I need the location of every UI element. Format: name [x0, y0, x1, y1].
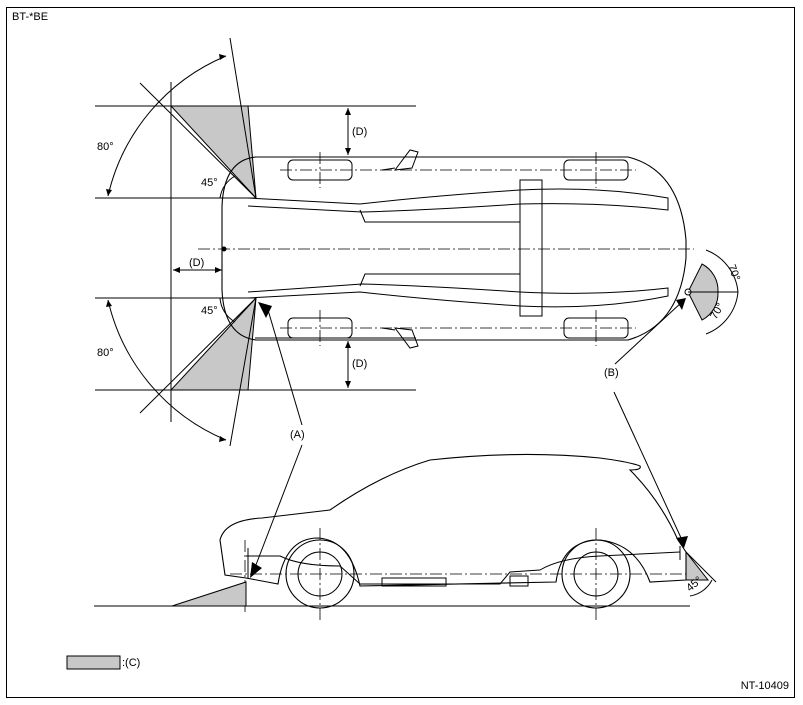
- angle-label-70-upper: 70°: [725, 263, 742, 283]
- dim-d-top-arrow-b: [345, 148, 351, 155]
- diagram-code-bottom: NT-10409: [740, 680, 789, 692]
- arrowhead-80-bottom-b: [219, 436, 226, 442]
- callout-a-line-top: [267, 309, 303, 426]
- mirror-left-arm: [381, 167, 396, 171]
- callout-a-arrow-bottom: [250, 562, 262, 578]
- dim-d-bottom-arrow-a: [345, 341, 351, 348]
- car-body-side-outline: [219, 453, 687, 587]
- callout-b-arrow-bottom: [676, 536, 688, 548]
- sight-line-45-top: [139, 82, 257, 199]
- rear-45-line: [685, 551, 717, 583]
- dim-d-front-arrow-a: [173, 267, 180, 273]
- angle-label-45-top: 45°: [201, 177, 218, 189]
- diagram-frame: [6, 7, 795, 698]
- angle-label-45-bottom: 45°: [201, 305, 218, 317]
- dim-label-d-top: (D): [352, 126, 367, 138]
- front-center-point: [221, 246, 227, 252]
- side-view: 45°: [94, 453, 717, 620]
- arrowhead-80-top-b: [106, 189, 112, 196]
- frame-rail-right: [247, 283, 669, 308]
- dim-label-d-bottom: (D): [352, 358, 367, 370]
- callout-label-a: (A): [290, 429, 305, 441]
- car-body-top-outline: [221, 156, 687, 341]
- legend-swatch-c: [66, 655, 121, 670]
- callout-a-arrow-top: [258, 302, 272, 318]
- dim-d-top-arrow-a: [345, 108, 351, 115]
- mirror-left: [393, 149, 419, 171]
- callout-b-line-bottom: [613, 391, 683, 541]
- sight-line-top: [229, 37, 257, 199]
- sight-line-45-bottom: [139, 297, 257, 414]
- mirror-right-arm: [381, 327, 396, 331]
- frame-rail-left: [247, 188, 669, 213]
- arrowhead-80-top-a: [219, 54, 226, 60]
- callout-a-line-bottom: [253, 444, 303, 571]
- sight-line-bottom: [229, 297, 257, 447]
- dim-d-front-arrow-b: [215, 267, 222, 273]
- arc-45-bottom: [219, 297, 236, 323]
- dim-label-d-front: (D): [189, 257, 204, 269]
- underbody-line: [246, 551, 681, 585]
- exhaust-muffler: [381, 577, 447, 587]
- shaded-zone-bottom: [169, 296, 257, 391]
- exhaust-tip: [509, 575, 529, 587]
- arc-80-bottom: [107, 299, 227, 441]
- shaded-zone-top: [169, 105, 257, 200]
- arrowhead-80-bottom-a: [106, 300, 112, 307]
- angle-label-80-bottom: 80°: [97, 347, 114, 359]
- dim-d-bottom-arrow-b: [345, 381, 351, 388]
- callout-b-line-top: [614, 301, 683, 365]
- diagram-code-top: BT-*BE: [12, 11, 49, 23]
- crossmember: [359, 209, 520, 287]
- arc-45-side: [689, 579, 713, 597]
- angle-label-80-top: 80°: [97, 141, 114, 153]
- top-view: 80° 80° 45° 45° (D) (D) (D): [95, 37, 742, 578]
- legend-label-c: :(C): [122, 657, 140, 669]
- callout-label-b: (B): [604, 367, 619, 379]
- arc-80-top: [107, 55, 227, 197]
- shaded-zone-front-side: [171, 581, 247, 607]
- mirror-right: [393, 327, 419, 349]
- callout-b-arrow-top: [676, 298, 686, 310]
- rear-axle-block: [519, 179, 543, 317]
